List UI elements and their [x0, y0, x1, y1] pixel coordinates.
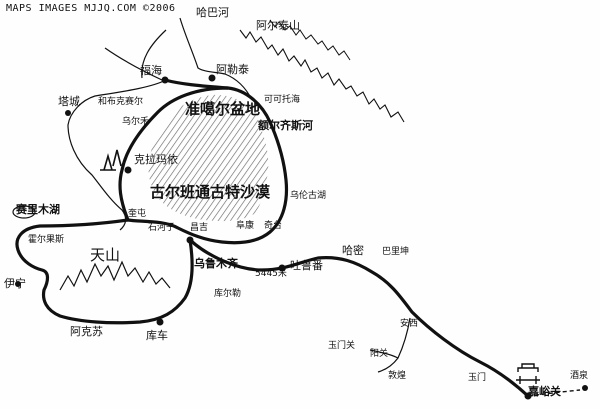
label-hoboksar: 和布克赛尔: [98, 97, 144, 107]
route-west: [15, 218, 194, 325]
label-erq-river: 额尔齐斯河: [258, 119, 313, 132]
label-habahe: 哈巴河: [196, 6, 229, 19]
label-turpan: 吐鲁番: [290, 259, 323, 272]
label-yumen: 玉门: [468, 373, 487, 383]
label-altay-mountains: 阿尔泰山: [256, 19, 300, 32]
route-dunhuang: [369, 317, 411, 373]
border-line-east: [179, 17, 253, 101]
label-hami: 哈密: [342, 244, 364, 257]
label-kuitun: 奎屯: [128, 209, 147, 219]
label-aksu: 阿克苏: [70, 325, 103, 338]
label-gurbantunggut: 古尔班通古特沙漠: [150, 183, 271, 201]
city-dot-altay: [208, 74, 216, 82]
label-jiayuguan: 嘉峪关: [528, 385, 561, 398]
label-yumenguan: 玉门关: [328, 341, 356, 351]
label-horgos: 霍尔果斯: [28, 235, 65, 245]
city-dot-yining: [15, 281, 21, 287]
label-dunhuang: 敦煌: [388, 371, 407, 381]
label-lake-ulungur: 乌伦古湖: [290, 191, 327, 201]
city-dot-tacheng: [65, 110, 71, 116]
label-yining: 伊宁: [4, 277, 26, 290]
label-fuhai: 福海: [140, 64, 162, 77]
city-dot-karamay: [124, 166, 132, 174]
city-dot-fuhai: [161, 76, 169, 84]
gurbantunggut-desert: [148, 94, 269, 222]
label-urho: 乌尔禾: [122, 117, 150, 127]
label-junggar: 准噶尔盆地: [185, 100, 261, 118]
route-north: [164, 78, 229, 90]
border-line-north: [67, 29, 167, 231]
label-tacheng: 塔城: [58, 95, 80, 108]
label-yangguan: 阳关: [370, 349, 389, 359]
label-korla: 库尔勒: [214, 289, 242, 299]
watermark: MAPS IMAGES MJJQ.COM ©2006: [6, 3, 176, 14]
label-qitai: 奇台: [264, 221, 283, 231]
label-barkol: 巴里坤: [382, 247, 410, 257]
label-sayram-lake: 赛里木湖: [16, 203, 60, 216]
jiayuguan-fort: [516, 363, 540, 384]
city-dot-urumqi: [186, 236, 194, 244]
city-dot-jiuquan: [582, 385, 588, 391]
sayram-lake: [12, 205, 36, 219]
karamay-derricks: [100, 149, 122, 171]
altay-mountains-2: [269, 19, 351, 61]
label-urumqi: 乌鲁木齐: [194, 257, 238, 270]
label-tianshan: 天山: [90, 246, 121, 264]
city-dot-jiayuguan: [524, 392, 532, 400]
label-karamay: 克拉玛依: [134, 153, 178, 166]
label-jiuquan: 酒泉: [570, 371, 589, 381]
label-fukang: 阜康: [236, 221, 255, 231]
label-peak: 5445米: [255, 269, 287, 279]
label-shihezi: 石河子: [148, 223, 176, 233]
label-altay: 阿勒泰: [216, 63, 249, 76]
label-kuqa: 库车: [146, 329, 168, 342]
city-dot-turpan: [278, 264, 286, 272]
altay-mountains: [239, 29, 405, 123]
label-keketuohai: 可可托海: [264, 95, 301, 105]
label-changji: 昌吉: [190, 223, 209, 233]
tianshan-mountains: [59, 260, 171, 291]
label-anxi: 安西: [400, 319, 419, 329]
city-dot-kuqa: [156, 318, 164, 326]
route-east: [188, 238, 530, 398]
route-junggar-loop: [118, 86, 289, 245]
